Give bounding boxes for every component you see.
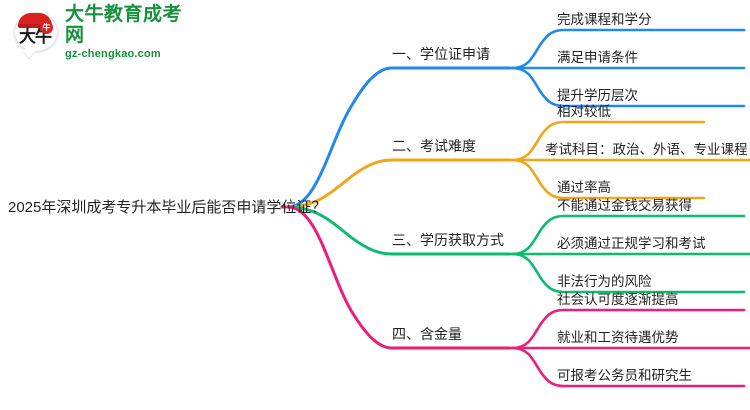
leaf-1-2[interactable]: 满足申请条件 [557, 50, 638, 65]
leaf-3-3[interactable]: 非法行为的风险 [557, 274, 652, 289]
branch-label-1[interactable]: 一、学位证申请 [392, 46, 490, 62]
logo-domain: gz-chengkao.com [65, 47, 161, 60]
leaf-2-2[interactable]: 考试科目：政治、外语、专业课程 [545, 142, 748, 157]
branch-label-2[interactable]: 二、考试难度 [392, 138, 476, 154]
logo-title: 大牛教育成考网 [65, 3, 183, 46]
logo-badge-icon: 牛 [40, 21, 53, 34]
branch-4-main-curve [286, 205, 512, 350]
leaf-4-1[interactable]: 社会认可度逐渐提高 [557, 292, 679, 307]
leaf-2-1[interactable]: 相对较低 [557, 104, 611, 119]
branch-3-main-curve [286, 205, 512, 256]
leaf-4-2[interactable]: 就业和工资待遇优势 [557, 330, 679, 345]
branch-1-main-curve [286, 66, 512, 209]
branch-1-child-3-curve [510, 66, 746, 108]
site-logo[interactable]: 大牛 牛 大牛教育成考网 gz-chengkao.com [12, 4, 192, 60]
leaf-2-3[interactable]: 通过率高 [557, 180, 611, 195]
branch-1-child-1-curve [510, 28, 746, 70]
leaf-4-3[interactable]: 可报考公务员和研究生 [557, 368, 692, 383]
leaf-3-2[interactable]: 必须通过正规学习和考试 [557, 236, 706, 251]
leaf-3-1[interactable]: 不能通过金钱交易获得 [557, 198, 692, 213]
leaf-1-3[interactable]: 提升学历层次 [557, 88, 638, 103]
leaf-1-1[interactable]: 完成课程和学分 [557, 12, 652, 27]
logo-mark-icon: 大牛 牛 [12, 10, 58, 54]
branch-2-child-3-curve [510, 158, 706, 200]
branch-3-child-1-curve [510, 214, 746, 256]
branch-4-child-3-curve [510, 346, 746, 388]
branch-3-child-3-curve [510, 252, 746, 294]
branch-2-main-curve [286, 158, 512, 209]
logo-wordmark: 大牛教育成考网 gz-chengkao.com [65, 4, 192, 61]
branch-label-3[interactable]: 三、学历获取方式 [392, 232, 504, 248]
root-node-label[interactable]: 2025年深圳成考专升本毕业后能否申请学位证？ [8, 199, 327, 216]
branch-label-4[interactable]: 四、含金量 [392, 326, 462, 342]
branch-4-child-1-curve [510, 308, 746, 350]
branch-2-child-1-curve [510, 120, 706, 162]
